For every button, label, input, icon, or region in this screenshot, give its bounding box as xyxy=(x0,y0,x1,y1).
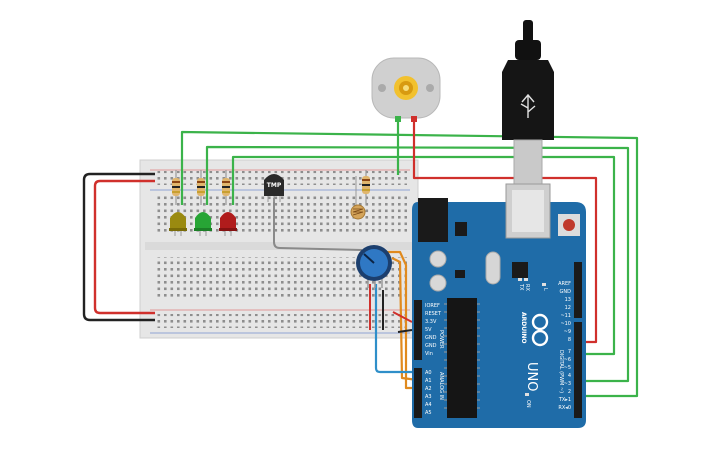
power-pin-labels: IOREF RESET 3.3V 5V GND GND Vin xyxy=(425,303,442,357)
svg-text:2: 2 xyxy=(568,389,571,395)
svg-text:RX◂0: RX◂0 xyxy=(558,405,571,411)
svg-text:13: 13 xyxy=(565,297,571,303)
header-analog-label: ANALOG IN xyxy=(438,372,444,400)
svg-text:GND: GND xyxy=(560,289,572,295)
svg-text:Vin: Vin xyxy=(425,351,433,357)
svg-text:AREF: AREF xyxy=(558,281,571,287)
wire-green-led2 xyxy=(205,145,630,383)
svg-text:7: 7 xyxy=(568,349,571,355)
svg-text:12: 12 xyxy=(565,305,571,311)
svg-text:~10: ~10 xyxy=(560,321,571,327)
svg-text:ON: ON xyxy=(525,400,531,408)
wire-black-power xyxy=(397,329,413,333)
board-model: UNO xyxy=(524,362,539,391)
svg-text:TX: TX xyxy=(518,283,524,291)
led-red xyxy=(219,212,237,236)
svg-text:GND: GND xyxy=(425,343,437,349)
svg-text:~6: ~6 xyxy=(564,357,571,363)
potentiometer-icon[interactable] xyxy=(356,245,392,288)
svg-text:GND: GND xyxy=(425,335,437,341)
svg-text:IOREF: IOREF xyxy=(425,303,440,309)
svg-text:A3: A3 xyxy=(425,394,432,400)
resistors[interactable] xyxy=(172,170,370,205)
leds[interactable] xyxy=(169,212,237,236)
wire-blue-pot xyxy=(374,284,418,374)
wire-red-motor xyxy=(412,118,598,344)
svg-text:8: 8 xyxy=(568,337,571,343)
header-digital-label: DIGITAL (PWM ~) xyxy=(558,350,564,393)
svg-text:A0: A0 xyxy=(425,370,432,376)
svg-text:A2: A2 xyxy=(425,386,432,392)
board-led-labels: TX RX L ON xyxy=(518,283,548,408)
svg-text:~3: ~3 xyxy=(564,381,571,387)
digital-pin-labels: AREF GND 13 12 ~11 ~10 ~9 8 7 ~6 ~5 4 ~3… xyxy=(558,281,571,411)
header-power-label: POWER xyxy=(438,330,444,349)
led-green xyxy=(194,212,212,236)
photoresistor-icon[interactable] xyxy=(350,176,366,220)
led-yellow xyxy=(169,212,187,236)
wire-red-power xyxy=(392,311,413,323)
svg-text:4: 4 xyxy=(568,373,571,379)
wire-orange-1 xyxy=(384,250,418,390)
dc-motor-icon[interactable] xyxy=(371,57,441,122)
arduino-logo xyxy=(531,313,549,347)
usb-cable-icon xyxy=(502,20,554,185)
svg-text:RESET: RESET xyxy=(425,311,442,317)
svg-text:~5: ~5 xyxy=(564,365,571,371)
board-brand: ARDUINO xyxy=(520,312,527,343)
svg-text:A4: A4 xyxy=(425,402,432,408)
arduino-uno-board[interactable]: ARDUINO UNO POWER ANALOG IN DIGITAL (PWM… xyxy=(412,183,586,428)
wire-grey-tmp xyxy=(273,198,363,251)
svg-text:3.3V: 3.3V xyxy=(425,319,437,325)
svg-text:L: L xyxy=(542,288,548,291)
wire-orange-2 xyxy=(391,257,419,382)
svg-text:TX▸1: TX▸1 xyxy=(558,397,571,403)
svg-text:~9: ~9 xyxy=(564,329,571,335)
resistor-3 xyxy=(222,170,230,205)
wires xyxy=(82,118,639,398)
svg-text:RX: RX xyxy=(524,284,530,291)
svg-text:~11: ~11 xyxy=(560,313,571,319)
resistor-ldr xyxy=(362,170,370,205)
svg-text:A5: A5 xyxy=(425,410,432,416)
resistor-2 xyxy=(197,170,205,205)
sensor-label: TMP xyxy=(267,182,282,189)
svg-text:5V: 5V xyxy=(425,327,432,333)
wire-black-gnd xyxy=(82,172,155,322)
temperature-sensor-icon[interactable]: TMP xyxy=(264,174,284,202)
svg-text:A1: A1 xyxy=(425,378,432,384)
resistor-1 xyxy=(172,170,180,205)
wire-green-led1 xyxy=(180,130,639,398)
wire-red-5v xyxy=(93,179,155,315)
wire-green-led3 xyxy=(231,155,616,356)
analog-pin-labels: A0 A1 A2 A3 A4 A5 xyxy=(425,370,432,416)
